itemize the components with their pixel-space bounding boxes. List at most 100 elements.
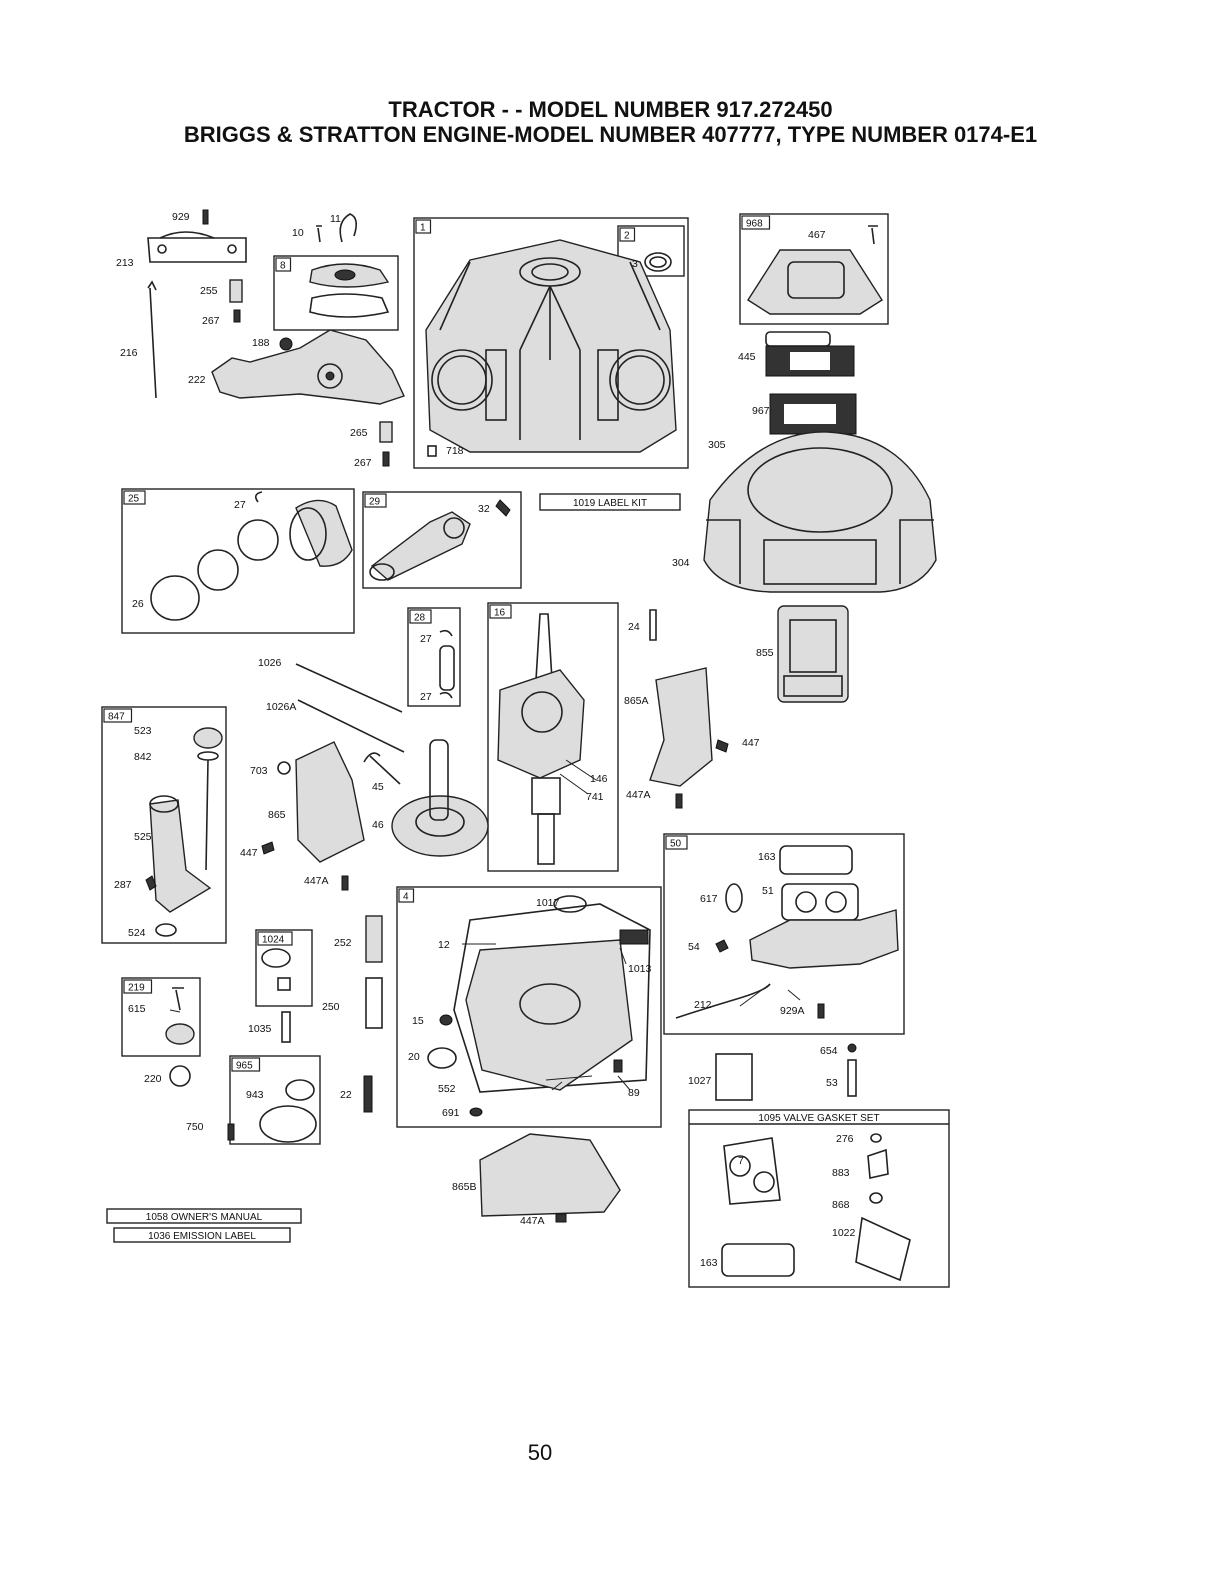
pin-718	[427, 445, 437, 457]
group-tag-label: 8	[280, 261, 286, 272]
part-number-label: 89	[628, 1087, 640, 1099]
kit-label-1095-text: 1095 VALVE GASKET SET	[758, 1113, 879, 1124]
blower-housing-drawing	[703, 431, 937, 593]
part-number-label: 865A	[624, 695, 649, 707]
part-number-label: 842	[134, 751, 152, 763]
group-tag-label: 28	[414, 613, 426, 624]
dipstick-tube-drawing	[145, 727, 223, 937]
part-number-label: 1026	[258, 657, 282, 669]
part-number-label: 46	[372, 819, 384, 831]
part-number-labels: 9291011213255267188216222265267718346744…	[114, 211, 856, 1269]
part-number-label: 691	[442, 1107, 460, 1119]
part-number-label: 304	[672, 557, 690, 569]
part-number-label: 552	[438, 1083, 456, 1095]
part-number-label: 54	[688, 941, 700, 953]
seal-3	[644, 252, 672, 272]
group-box-847	[101, 706, 227, 944]
part-number-label: 10	[292, 227, 304, 239]
part-number-label: 24	[628, 621, 640, 633]
group-box-29	[362, 491, 522, 589]
part-number-label: 865B	[452, 1181, 477, 1193]
sump-drawing	[427, 895, 651, 1117]
part-number-label: 447A	[304, 875, 329, 887]
group-tag-label: 2	[624, 231, 630, 242]
crankshaft-drawing	[497, 613, 597, 865]
part-number-label: 265	[350, 427, 368, 439]
part-number-label: 447	[240, 847, 258, 859]
group-box-16	[487, 602, 619, 872]
part-number-label: 3	[632, 258, 638, 270]
part-number-label: 20	[408, 1051, 420, 1063]
part-number-label: 216	[120, 347, 138, 359]
group-box-28	[407, 607, 461, 707]
part-number-label: 1027	[688, 1075, 712, 1087]
small-parts-top	[202, 209, 358, 243]
part-number-label: 929	[172, 211, 190, 223]
group-box-1	[413, 217, 689, 469]
part-number-label: 447A	[626, 789, 651, 801]
group-box-50	[663, 833, 905, 1035]
group-tag-label: 50	[670, 839, 682, 850]
part-number-label: 252	[334, 937, 352, 949]
group-tag-8: 8	[275, 257, 292, 272]
group-tag-968: 968	[741, 215, 771, 230]
group-tag-16: 16	[489, 604, 512, 619]
group-tag-label: 4	[403, 892, 409, 903]
part-number-label: 255	[200, 285, 218, 297]
part-number-label: 188	[252, 337, 270, 349]
part-number-label: 276	[836, 1133, 854, 1145]
group-tag-label: 25	[128, 494, 140, 505]
part-number-label: 267	[354, 457, 372, 469]
part-number-label: 27	[420, 691, 432, 703]
group-tag-965: 965	[231, 1057, 261, 1072]
group-box-1095	[688, 1109, 950, 1288]
part-number-label: 15	[412, 1015, 424, 1027]
part-number-label: 22	[340, 1089, 352, 1101]
part-number-label: 967	[752, 405, 770, 417]
part-number-label: 12	[438, 939, 450, 951]
group-box-965	[229, 1055, 321, 1145]
part-number-label: 1022	[832, 1227, 856, 1239]
group-box-25	[121, 488, 355, 634]
group-tag-28: 28	[409, 609, 432, 624]
baffle-865A-drawing	[649, 609, 729, 809]
kit-label-1036: 1036 EMISSION LABEL	[113, 1227, 291, 1243]
part-number-label: 163	[700, 1257, 718, 1269]
group-tag-29: 29	[364, 493, 387, 508]
part-number-label: 163	[758, 851, 776, 863]
crankcase-drawing	[425, 239, 677, 453]
part-number-label: 525	[134, 831, 152, 843]
part-number-label: 617	[700, 893, 718, 905]
kit-label-1058-text: 1058 OWNER'S MANUAL	[146, 1212, 263, 1223]
group-box-219	[121, 977, 201, 1057]
part-number-label: 26	[132, 598, 144, 610]
group-box-2	[617, 225, 685, 277]
intake-adapter-drawing	[777, 605, 849, 703]
page-number: 50	[527, 1440, 553, 1465]
part-number-label: 53	[826, 1077, 838, 1089]
group-tag-50: 50	[665, 835, 688, 850]
part-number-label: 212	[694, 999, 712, 1011]
misc-parts-lower	[165, 915, 383, 1143]
part-number-label: 1017	[536, 897, 560, 909]
connecting-rod-drawing	[369, 499, 511, 581]
part-number-label: 703	[250, 765, 268, 777]
part-number-label: 750	[186, 1121, 204, 1133]
control-bracket-drawing	[147, 231, 405, 467]
pushrods-drawing	[295, 663, 405, 753]
part-number-label: 1026A	[266, 701, 296, 713]
valve-gasket-set-drawing	[721, 1133, 911, 1282]
group-tag-847: 847	[103, 708, 133, 723]
part-number-label: 654	[820, 1045, 838, 1057]
part-number-label: 943	[246, 1089, 264, 1101]
part-number-label: 523	[134, 725, 152, 737]
part-number-label: 718	[446, 445, 464, 457]
group-box-968	[739, 213, 889, 325]
part-number-label: 524	[128, 927, 146, 939]
kit-label-1019: 1019 LABEL KIT	[539, 493, 681, 511]
page-title: TRACTOR - - MODEL NUMBER 917.272450	[388, 97, 833, 122]
part-number-label: 287	[114, 879, 132, 891]
part-number-label: 865	[268, 809, 286, 821]
kit-label-1058: 1058 OWNER'S MANUAL	[106, 1208, 302, 1224]
